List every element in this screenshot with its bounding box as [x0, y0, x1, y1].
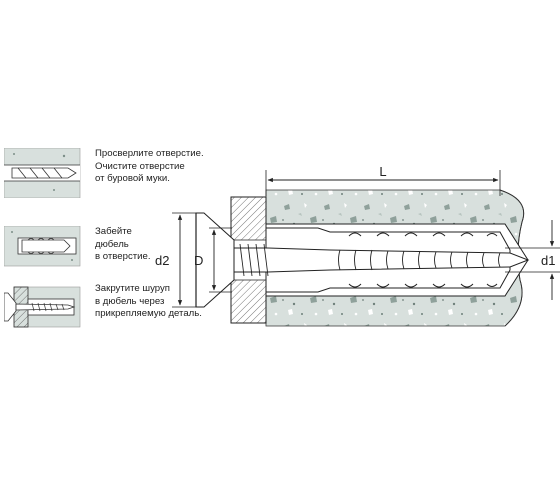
drive-screw-illustration	[4, 286, 81, 328]
dimension-head-diameter: d2	[155, 212, 202, 308]
step-drill-hole: Просверлите отверстие. Очистите отверсти…	[4, 148, 324, 198]
dimension-drill-diameter: d1	[505, 220, 560, 300]
step-insert-dowel: Забейте дюбель в отверстие.	[4, 226, 324, 276]
screw-shank	[233, 243, 530, 277]
drill-hole-illustration	[4, 148, 81, 198]
length-label: L	[379, 164, 386, 179]
dimension-hole-diameter: D	[194, 227, 232, 293]
hole-diameter-label: D	[194, 253, 203, 268]
step-1-text: Просверлите отверстие. Очистите отверсти…	[95, 148, 204, 184]
step-2-text: Забейте дюбель в отверстие.	[95, 226, 151, 262]
head-diameter-label: d2	[155, 253, 169, 268]
dimension-length: L	[265, 164, 501, 196]
insert-dowel-illustration	[4, 226, 81, 267]
step-drive-screw: Закрутите шуруп в дюбель через прикрепля…	[4, 283, 324, 333]
step-3-text: Закрутите шуруп в дюбель через прикрепля…	[95, 283, 202, 319]
drill-diameter-label: d1	[541, 253, 555, 268]
